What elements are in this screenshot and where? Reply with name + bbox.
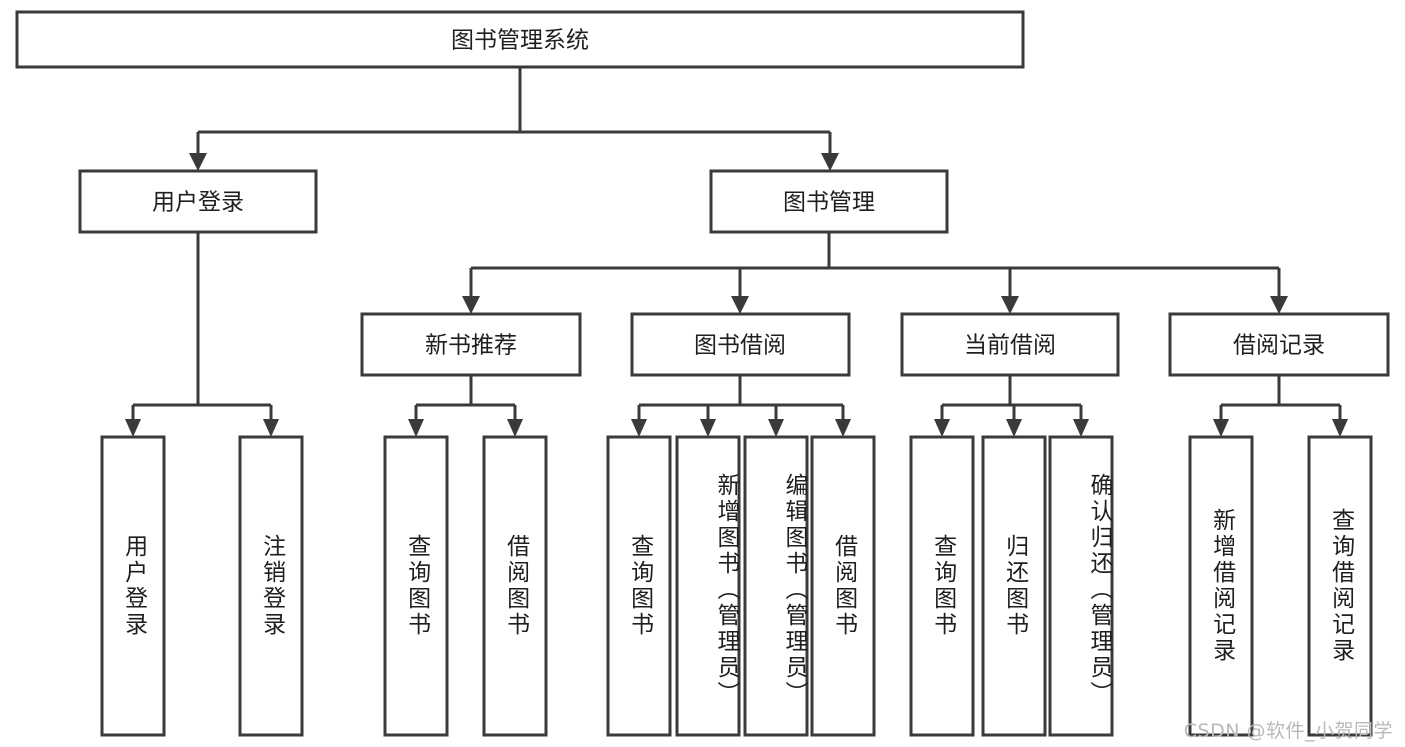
edge-group-user-login (125, 232, 279, 437)
arrow-borrow-to-borrowbook (835, 419, 851, 437)
leaf-box-borrow-book[interactable] (810, 435, 876, 737)
node-root-label: 图书管理系统 (451, 28, 589, 54)
node-book-borrow-label: 图书借阅 (694, 333, 786, 359)
leaf-box-query-borrow-record[interactable] (1307, 435, 1373, 737)
edge-group-root (189, 67, 839, 171)
node-user-login-box[interactable] (78, 169, 318, 234)
arrow-current-to-query (934, 419, 950, 437)
arrow-current-to-return (1006, 419, 1022, 437)
node-book-borrow-box[interactable] (630, 312, 851, 377)
leaf-box-borrow-book-new[interactable] (482, 435, 548, 737)
edge-group-borrow (631, 375, 851, 437)
arrow-current-to-confirm (1073, 419, 1089, 437)
arrow-root-to-user-login (189, 153, 207, 171)
node-root-box[interactable] (15, 10, 1025, 69)
leaf-box-add-book-admin[interactable] (675, 435, 741, 737)
edge-group-book-mgmt (462, 232, 1288, 314)
csdn-watermark: CSDN @软件_小贺同学 (1183, 720, 1393, 742)
arrow-bookmgmt-to-borrow (731, 296, 749, 314)
leaf-box-logout[interactable] (238, 435, 304, 737)
node-borrow-records-label: 借阅记录 (1233, 333, 1325, 359)
arrow-newbook-to-borrow (507, 419, 523, 437)
node-new-book-recommend-label: 新书推荐 (425, 333, 517, 359)
leaf-box-query-book-borrow[interactable] (606, 435, 672, 737)
arrow-newbook-to-query (408, 419, 424, 437)
arrow-borrow-to-edit (768, 419, 784, 437)
leaf-box-confirm-return-admin[interactable] (1048, 435, 1114, 737)
leaf-box-edit-book-admin[interactable] (743, 435, 809, 737)
arrow-bookmgmt-to-records (1270, 296, 1288, 314)
leaf-box-return-book[interactable] (981, 435, 1047, 737)
node-current-borrow-box[interactable] (900, 312, 1120, 377)
node-book-management-box[interactable] (709, 169, 949, 234)
leaf-box-query-book-current[interactable] (909, 435, 975, 737)
arrow-records-to-add (1213, 419, 1229, 437)
arrow-userlogin-to-logout (263, 419, 279, 437)
leaf-box-query-book-new[interactable] (383, 435, 449, 737)
node-new-book-recommend-box[interactable] (360, 312, 582, 377)
arrow-userlogin-to-login (125, 419, 141, 437)
arrow-bookmgmt-to-current (1001, 296, 1019, 314)
arrow-root-to-book-mgmt (821, 153, 839, 171)
arrow-borrow-to-query (631, 419, 647, 437)
node-book-management-label: 图书管理 (783, 190, 875, 216)
arrow-records-to-query (1332, 419, 1348, 437)
leaf-box-add-borrow-record[interactable] (1188, 435, 1254, 737)
arrow-bookmgmt-to-new-book (462, 296, 480, 314)
edge-group-new-book (408, 375, 523, 437)
leaf-box-user-login[interactable] (100, 435, 166, 737)
edge-group-records (1213, 375, 1348, 437)
arrow-borrow-to-add (700, 419, 716, 437)
node-user-login-label: 用户登录 (152, 190, 244, 216)
edge-group-current (934, 375, 1089, 437)
node-current-borrow-label: 当前借阅 (964, 333, 1056, 359)
node-borrow-records-box[interactable] (1168, 312, 1390, 377)
